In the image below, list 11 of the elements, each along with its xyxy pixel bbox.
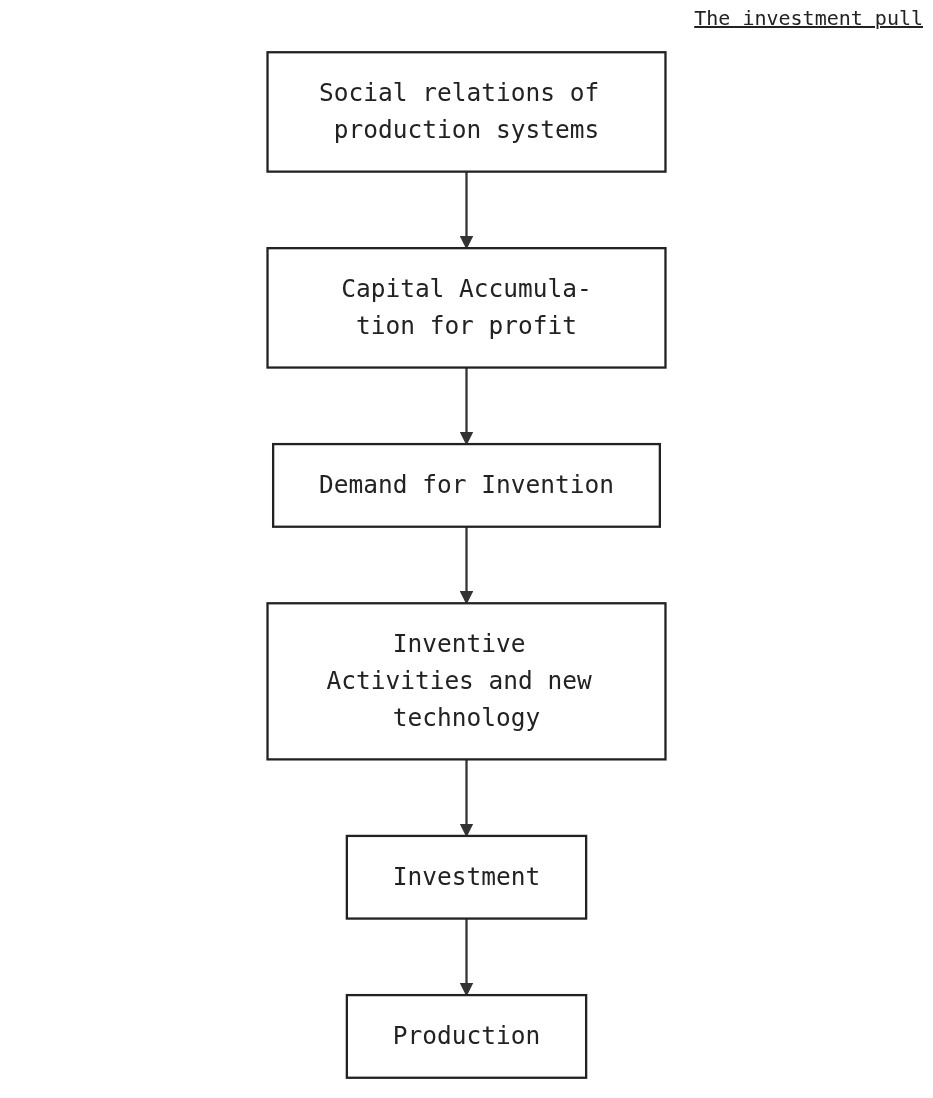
node-box: Capital Accumula-tion for profit — [266, 247, 667, 369]
node-box: Inventive Activities and new technology — [266, 602, 667, 761]
node-box: Investment — [345, 834, 588, 920]
arrow — [459, 367, 474, 445]
title: The investment pull — [694, 6, 923, 30]
arrow — [459, 171, 474, 249]
node-box: Demand for Invention — [272, 442, 661, 528]
arrow — [459, 918, 474, 996]
arrow — [459, 526, 474, 604]
node-box: Social relations of production systems — [266, 51, 667, 173]
node-box: Production — [345, 993, 588, 1079]
